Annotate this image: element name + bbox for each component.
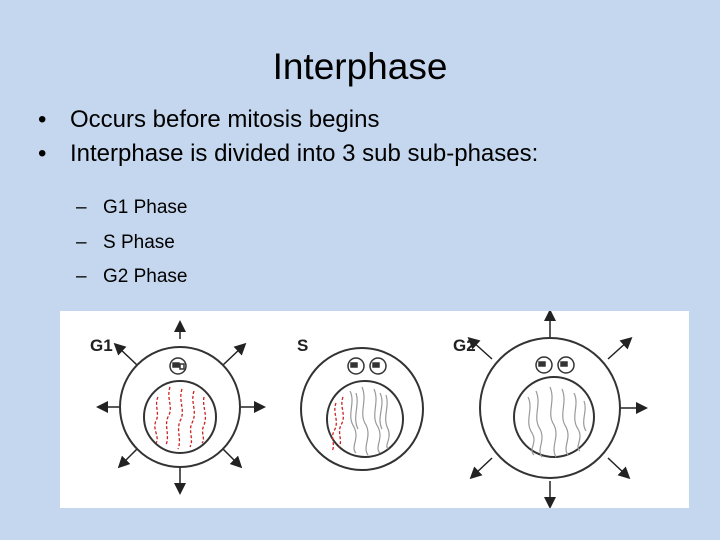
- sub-bullet-marker: –: [76, 197, 87, 218]
- bullet-item: • Interphase is divided into 3 sub sub-ph…: [38, 137, 538, 171]
- cell-cycle-figure: G1 S G2: [60, 311, 689, 508]
- sub-bullet-item: –S Phase: [76, 226, 188, 261]
- g1-nucleus: [143, 380, 217, 454]
- sub-bullet-text: S Phase: [103, 231, 175, 253]
- label-g2: G2: [453, 336, 476, 355]
- label-g1: G1: [90, 336, 113, 355]
- label-s: S: [297, 336, 308, 355]
- bullet-text: Interphase is divided into 3 sub sub-pha…: [70, 140, 539, 167]
- g2-growth-arrows: [467, 311, 648, 508]
- s-nucleus: [326, 380, 404, 458]
- cell-diagram-svg: G1 S G2: [90, 311, 648, 508]
- sub-bullet-list: –G1 Phase –S Phase –G2 Phase: [76, 191, 188, 295]
- bullet-marker: •: [38, 106, 47, 133]
- g2-centrosomes: [535, 356, 575, 374]
- sub-bullet-item: –G2 Phase: [76, 260, 188, 295]
- bullet-list: • Occurs before mitosis begins • Interphas…: [38, 103, 538, 171]
- sub-bullet-item: –G1 Phase: [76, 191, 188, 226]
- sub-bullet-marker: –: [76, 266, 87, 287]
- g2-chromosomes: [527, 386, 587, 458]
- s-centrosomes: [347, 357, 387, 375]
- g2-cell: [467, 311, 648, 508]
- g1-centrosome: [169, 357, 187, 375]
- s-cell: [300, 347, 424, 471]
- s-chromosomes-unreplicated: [331, 396, 344, 452]
- g1-cell: [96, 320, 266, 495]
- sub-bullet-text: G2 Phase: [103, 266, 188, 287]
- g1-chromosomes: [154, 386, 207, 450]
- bullet-item: • Occurs before mitosis begins: [38, 103, 538, 137]
- sub-bullet-marker: –: [76, 231, 87, 253]
- s-chromosomes-replicated: [349, 386, 390, 456]
- bullet-marker: •: [38, 140, 47, 167]
- slide-title: Interphase: [272, 46, 448, 87]
- bullet-text: Occurs before mitosis begins: [70, 106, 380, 133]
- sub-bullet-text: G1 Phase: [103, 197, 188, 218]
